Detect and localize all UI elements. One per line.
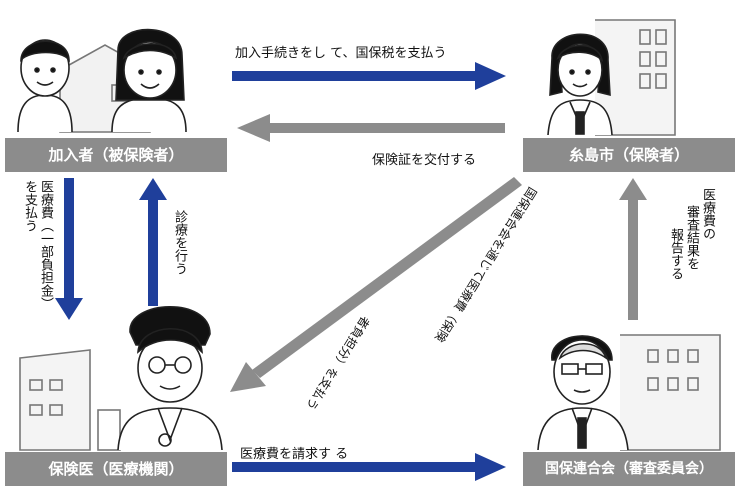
label-copay-line2: 医療費（一部負担金） bbox=[38, 180, 53, 310]
arrow-bill bbox=[232, 453, 506, 481]
arrow-pay-doctor bbox=[230, 177, 522, 392]
city-staff-illustration bbox=[547, 19, 676, 136]
label-pay-tax: 加入手続きをし て、国保税を支払う bbox=[235, 46, 447, 61]
family-illustration bbox=[17, 28, 187, 133]
label-issue-card: 保険証を交付する bbox=[372, 153, 477, 168]
arrow-pay-tax bbox=[232, 62, 506, 90]
label-bill: 医療費を請求す る bbox=[240, 447, 349, 462]
arrow-treatment bbox=[139, 178, 167, 306]
node-city: 糸島市（保険者） bbox=[523, 138, 735, 172]
label-copay-line1: を支払う bbox=[22, 180, 37, 232]
label-report-line2: 審査結果を bbox=[684, 205, 699, 270]
arrow-copay bbox=[55, 178, 83, 320]
arrow-report bbox=[619, 178, 647, 320]
kokuho-staff-illustration bbox=[537, 334, 721, 451]
label-report-line1: 医療費の bbox=[700, 188, 715, 240]
arrow-issue-card bbox=[237, 114, 505, 142]
label-report-line3: 報告する bbox=[668, 228, 683, 280]
node-kokuho: 国保連合会（審査委員会） bbox=[523, 452, 735, 486]
node-member: 加入者（被保険者） bbox=[5, 138, 227, 172]
doctor-illustration bbox=[19, 306, 223, 451]
node-doctor: 保険医（医療機関） bbox=[5, 452, 227, 486]
label-treatment: 診療を行う bbox=[172, 210, 187, 275]
